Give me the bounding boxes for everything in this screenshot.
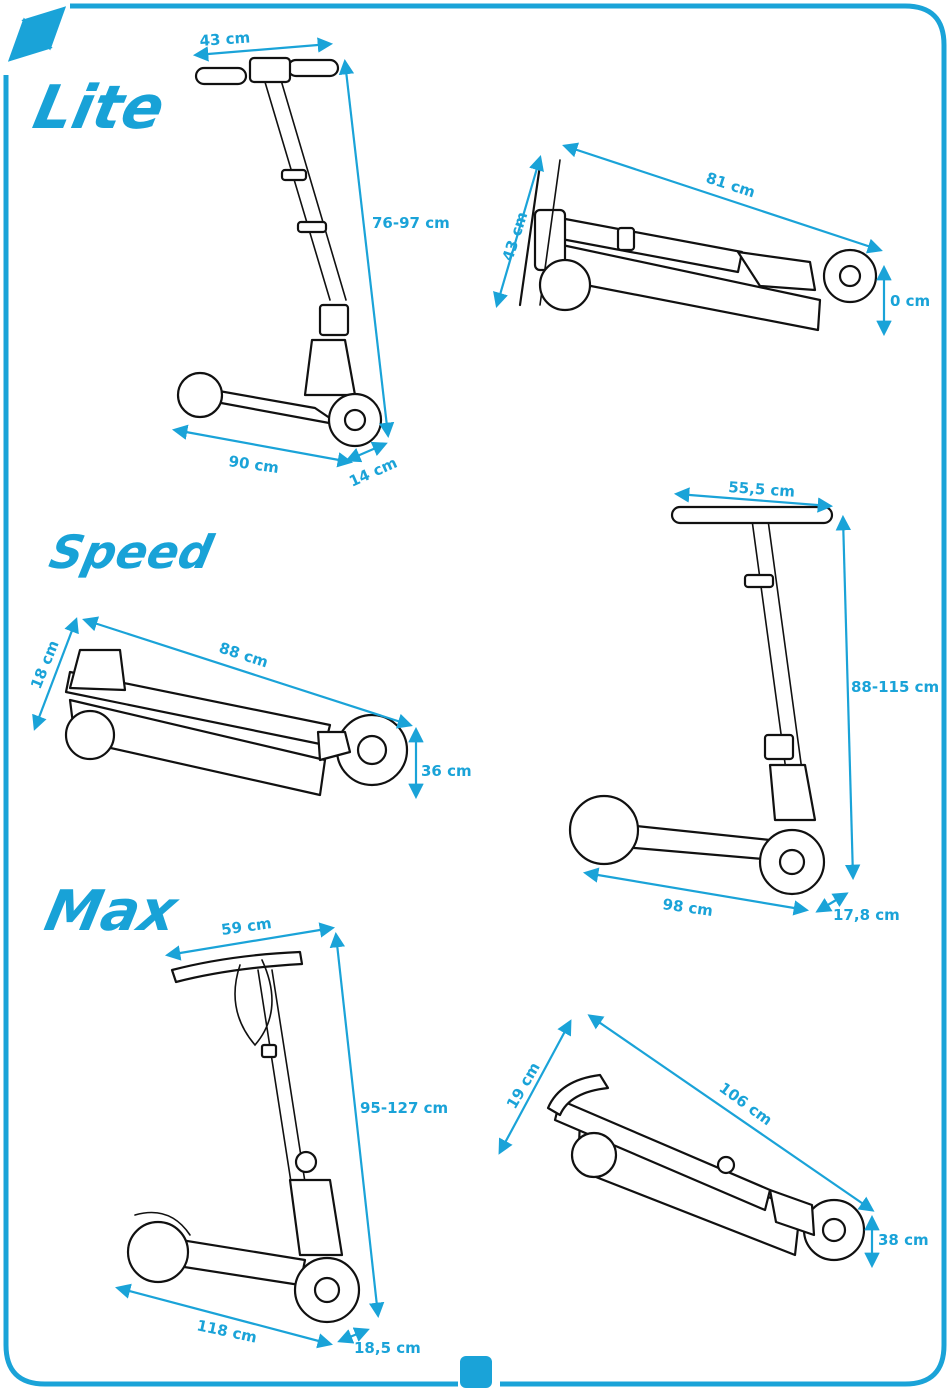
lite-open-handlebar-width: 43 cm (199, 29, 251, 50)
speed-open-length: 98 cm (661, 895, 714, 920)
max-folded-width: 19 cm (503, 1059, 544, 1112)
max-open-deck-width: 18,5 cm (354, 1339, 421, 1357)
lite-open-deck-width: 14 cm (346, 454, 400, 491)
max-open-height: 95-127 cm (360, 1099, 448, 1117)
max-open-length: 118 cm (195, 1316, 258, 1346)
lite-open-height: 76-97 cm (372, 214, 450, 232)
speed-folded-length: 88 cm (217, 639, 271, 672)
speed-open-handlebar-width: 55,5 cm (728, 478, 796, 501)
lite-open-length: 90 cm (227, 452, 280, 477)
model-title-max: Max (39, 879, 184, 944)
expand-arrows-icon (14, 12, 60, 56)
max-folded-scooter (548, 1075, 864, 1260)
max-folded-length: 106 cm (716, 1079, 776, 1129)
speed-folded-height: 36 cm (421, 762, 472, 780)
model-title-speed: Speed (45, 525, 218, 578)
max-folded-height: 38 cm (878, 1231, 929, 1249)
lite-folded-height: 0 cm (890, 292, 930, 310)
speed-folded-scooter (66, 650, 407, 795)
speed-open-scooter (570, 507, 832, 894)
speed-open-deck-width: 17,8 cm (833, 906, 900, 924)
model-title-lite: Lite (28, 74, 171, 143)
lite-folded-length: 81 cm (704, 169, 758, 202)
page-tab (460, 1356, 492, 1388)
lite-folded-scooter (520, 160, 876, 330)
max-open-scooter (128, 952, 359, 1322)
speed-folded-width: 18 cm (27, 638, 63, 692)
speed-open-height: 88-115 cm (851, 678, 939, 696)
max-open-handlebar-width: 59 cm (220, 914, 273, 939)
